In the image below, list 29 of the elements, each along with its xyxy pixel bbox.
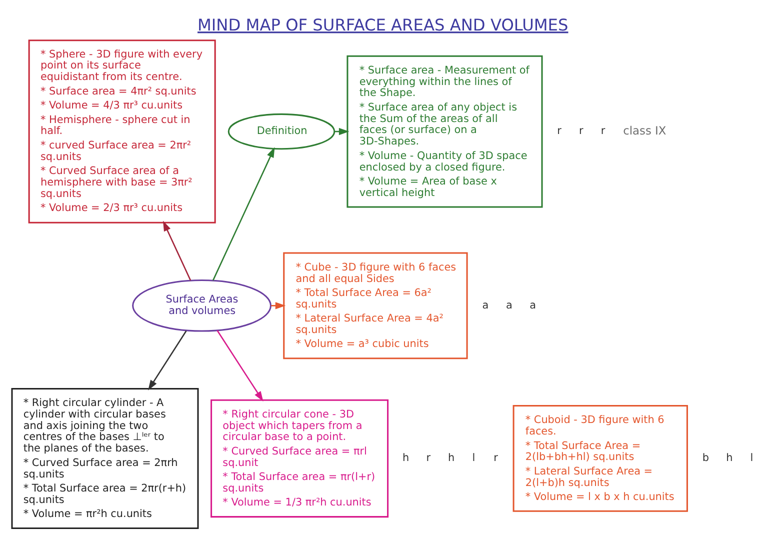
label: r [579, 124, 584, 137]
arrow [162, 220, 192, 280]
diagram-title: MIND MAP OF SURFACE AREAS AND VOLUMES [198, 15, 568, 34]
label: class IX [623, 122, 666, 137]
label: b [702, 452, 710, 464]
label: r [600, 124, 606, 137]
label: l [472, 452, 476, 464]
node-ellipse: Surface Areas and volumes [132, 279, 272, 332]
label: h [402, 452, 410, 464]
node-box: * Sphere - 3D figure with every point on its surface equidistant from its centre. * Surface area = 4πr² sq.units * Volume = 4/3 πr³ cu.units * Hemisphere - sphere cut in half. * curved Surface area = 2πr² sq.units * Curved Surface area of a hemisphere with base = 3πr² sq.units * Volume = 2/3 πr³ cu.units [28, 39, 216, 223]
node-box: * Right circular cylinder - A cylinder with circular bases and axis joining the two centres of the bases ⊥ˡᵉʳ to the planes of the bases. * Curved Surface area = 2πrh sq.units * Total Surface area = 2πr(r+h) sq.units * Volume = πr²h cu.units [11, 387, 199, 528]
arrow [270, 302, 286, 309]
label: r [426, 452, 431, 464]
node-ellipse: Definition [228, 112, 336, 150]
label: h [448, 452, 455, 464]
label: h [726, 452, 733, 464]
arrow [148, 330, 187, 390]
label: r [557, 124, 562, 137]
label: l [750, 452, 754, 464]
node-box: * Surface area - Measurement of everything within the lines of the Shape. * Surface area of any object is the Sum of the areas of all faces (or surface) on a 3D-Shapes. * Volume - Quantity of 3D space enclosed by a closed figure. * Volume = Area of base x vertical height [346, 54, 543, 208]
label: a [482, 298, 489, 311]
label: r [494, 452, 498, 464]
arrow [216, 330, 264, 402]
label: a [506, 298, 512, 311]
arrow [212, 146, 275, 280]
node-box: * Cube - 3D figure with 6 faces and all equal Sides * Total Surface Area = 6a² sq.units * Lateral Surface Area = 4a² sq.units * Volume = a³ cubic units [283, 252, 468, 359]
node-box: * Right circular cone - 3D object which tapers from a circular base to a point. * Curved Surface area = πrl sq.unit * Total Surface area = πr(l+r) sq.units * Volume = 1/3 πr²h cu.units [210, 398, 389, 518]
label: a [530, 298, 536, 311]
node-box: * Cuboid - 3D figure with 6 faces. * Total Surface Area = 2(lb+bh+hl) sq.units * Lateral Surface Area = 2(l+b)h sq.units * Volume = l x b x h cu.units [512, 404, 688, 512]
